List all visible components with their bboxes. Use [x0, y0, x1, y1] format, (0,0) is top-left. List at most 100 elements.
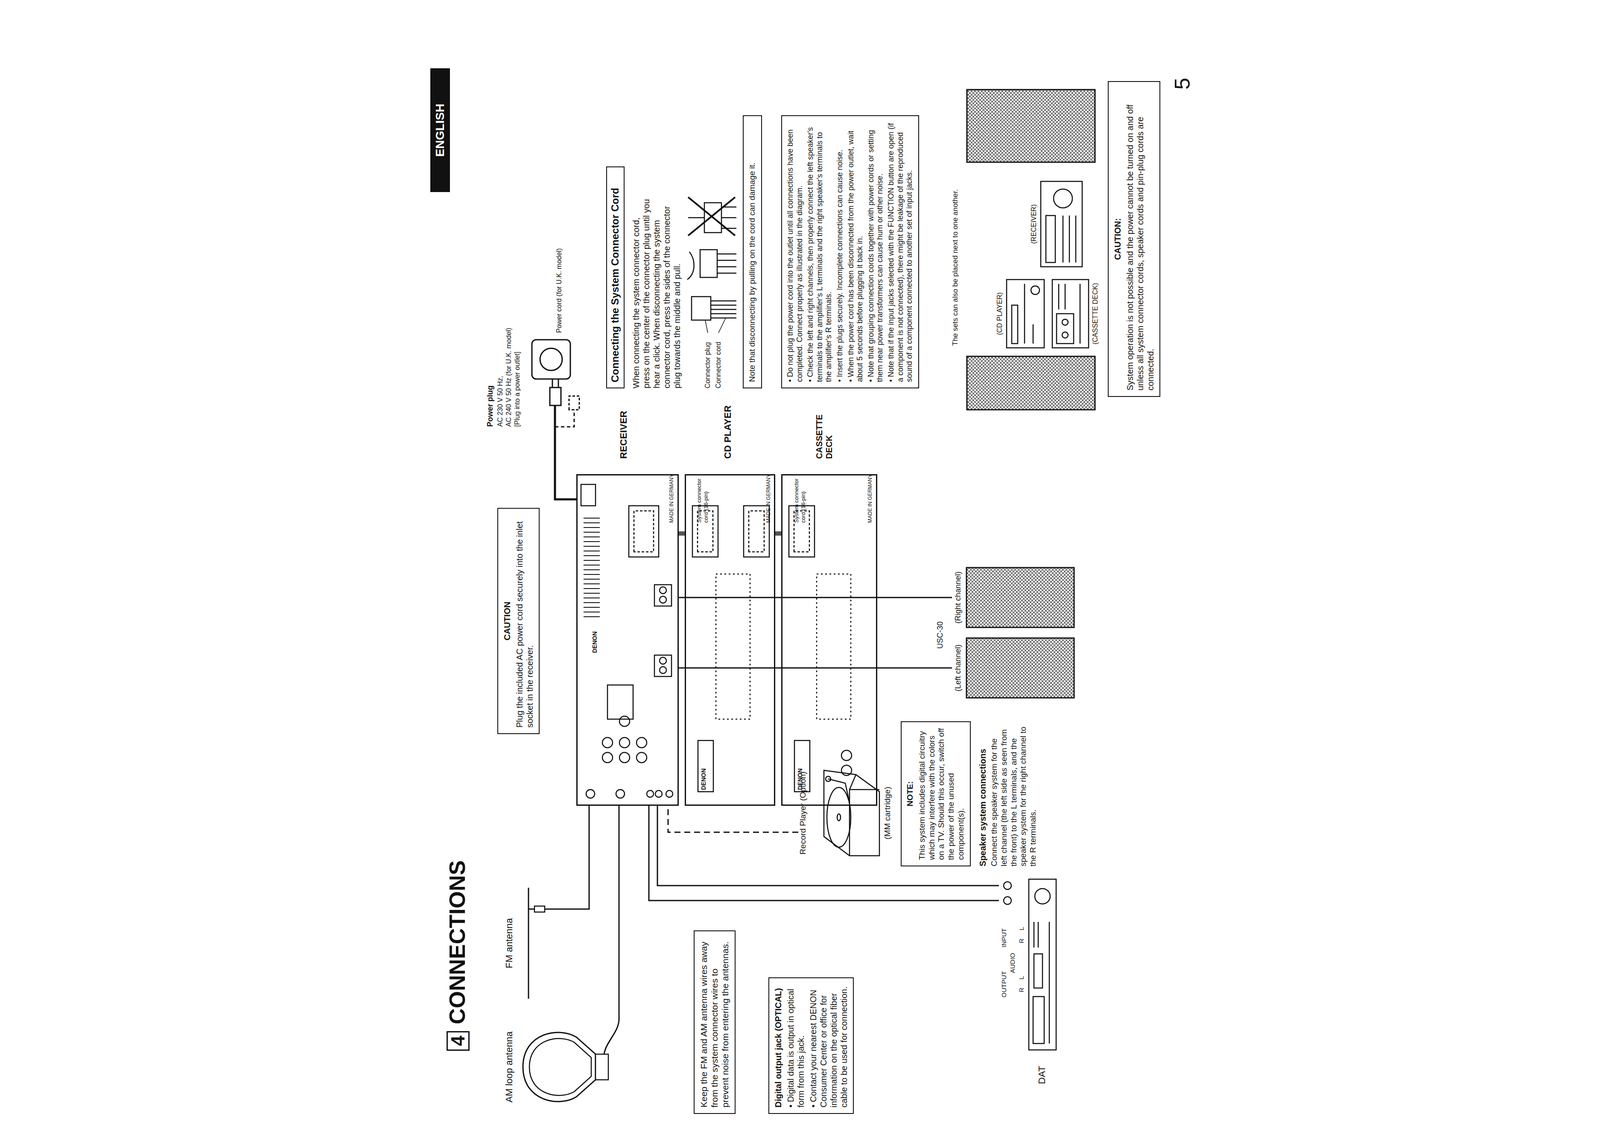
drawing-g: [1052, 279, 1089, 348]
uk-cord: [554, 409, 575, 427]
drawing-circle: [602, 752, 613, 763]
bullet-box: • Do not plug the power cord into the ou…: [781, 115, 920, 389]
annotation-label: AC 230 V 50 Hz,: [496, 281, 505, 427]
node-text: (CASSETTE DECK): [1091, 273, 1100, 355]
drawing-path: [583, 517, 600, 519]
drawing-path: [583, 560, 600, 561]
drawing-path: [583, 564, 600, 566]
node-text: (MM cartridge): [882, 764, 893, 863]
drawing-circle: [825, 776, 831, 782]
drawing-circle: [1003, 881, 1012, 890]
drawing-circle: [1034, 888, 1051, 905]
node-text: (Right channel): [953, 565, 964, 630]
drawing-circle: [1030, 286, 1040, 295]
drawing-circle: [636, 752, 647, 763]
drawing-rect: [581, 484, 596, 506]
cable-line: [678, 597, 952, 599]
annotation-label: [Plug into a power outlet]: [513, 281, 522, 427]
drawing-path: [583, 588, 600, 590]
drawing-path: [583, 578, 600, 580]
antenna-figure: FM antenna: [503, 883, 555, 1004]
drawing-path: [583, 522, 600, 524]
annotation-label: MADE IN GERMANY: [867, 474, 873, 523]
annotation-label: System connector cord (16-pin): [793, 475, 807, 523]
drawing-rect: [1028, 879, 1057, 1051]
drawing-rect: [534, 906, 545, 913]
cable-line: [678, 531, 685, 536]
annotation-label: Connector cord: [714, 332, 723, 389]
annotation-label: When connecting the system connector cor…: [630, 196, 683, 389]
box-heading: CAUTION:: [1112, 87, 1123, 391]
drawing-path: [583, 592, 600, 594]
dashed-cable: [668, 805, 799, 833]
hand-press-figure: [687, 249, 737, 280]
drawing-g: [581, 484, 673, 799]
annotation-label: Power cord (for U.K. model): [554, 247, 564, 333]
node-text: Plug the included AC power cord securely…: [514, 514, 535, 728]
annotation-label: R: [1017, 987, 1026, 993]
drawing-path: [528, 887, 530, 999]
power-cord-group: [531, 339, 580, 500]
dat-deck: DAT: [998, 875, 1059, 1085]
annotation-label: INPUT: [1000, 928, 1008, 948]
drawing-rect: [966, 638, 1075, 698]
drawing-path: [529, 1038, 592, 1096]
drawing-path: [583, 531, 600, 533]
drawing-path: [583, 602, 600, 604]
drawing-rect: [607, 685, 634, 720]
drawing-rect: [748, 510, 765, 552]
node-figure: [503, 1020, 624, 1115]
annotation-label: Connect the speaker system for the left …: [989, 725, 1039, 867]
drawing-g: [1003, 879, 1057, 1051]
drawing-path: [583, 611, 600, 613]
annotation-label: L: [1017, 976, 1026, 980]
annotation-label: 4: [446, 1031, 470, 1052]
drawing-path: [583, 583, 600, 585]
drawing-path: [849, 774, 880, 856]
uk-plug: [569, 396, 580, 410]
annotation-label: Connector plug: [703, 332, 712, 389]
node-figure: [798, 764, 895, 863]
annotation-label: OUTPUT: [1000, 971, 1008, 998]
drawing-rect: [595, 1054, 609, 1081]
drawing-g: [1040, 181, 1083, 267]
box-heading: NOTE:: [905, 727, 916, 861]
drawing-path: [583, 527, 600, 529]
drawing-rect: [1056, 313, 1074, 344]
drawing-path: [583, 550, 600, 552]
annotation-label: Power plug: [485, 281, 496, 427]
page-title: CONNECTIONS: [443, 860, 471, 1025]
drawing-g: [522, 1020, 619, 1102]
connector-plug-figure: [691, 296, 711, 321]
node-text: System operation is not possible and the…: [1124, 87, 1156, 391]
drawing-circle: [646, 790, 654, 798]
drawing-path: [823, 770, 880, 856]
drawing-path: [828, 779, 850, 803]
node-text: • Check the left and right channels, the…: [805, 121, 834, 383]
drawing-path: [583, 555, 600, 557]
drawing-circle: [841, 750, 852, 761]
power-plug: [549, 387, 561, 406]
drawing-rect: [715, 574, 751, 720]
annotation-label: The sets can also be placed next to one …: [951, 170, 960, 346]
antenna-figure: AM loop antenna: [503, 1020, 624, 1115]
drawing-circle: [586, 789, 595, 799]
annotation-label: R: [1017, 938, 1026, 944]
drawing-g: [788, 505, 852, 792]
node-figure: [951, 636, 1076, 701]
drawing-rect: [816, 574, 851, 720]
connector-cord-figure: [710, 300, 737, 319]
drawing-rect: [1011, 305, 1018, 344]
drawing-g: [823, 770, 880, 856]
annotation-label: System connector cord (16-pin): [695, 475, 710, 523]
drawing-circle: [665, 790, 673, 798]
drawing-circle: [1053, 189, 1073, 208]
speaker: (Right channel): [951, 565, 1076, 630]
drawing-rect: [1040, 181, 1083, 267]
node-text: This system includes digital circuitry w…: [917, 727, 967, 861]
node-figure: [951, 565, 1076, 630]
node-text: DAT: [1036, 1054, 1048, 1085]
drawing-rect: [794, 740, 810, 792]
node-text: Note that disconnecting by pulling on th…: [747, 121, 758, 383]
annotation-label: L: [1017, 927, 1026, 931]
